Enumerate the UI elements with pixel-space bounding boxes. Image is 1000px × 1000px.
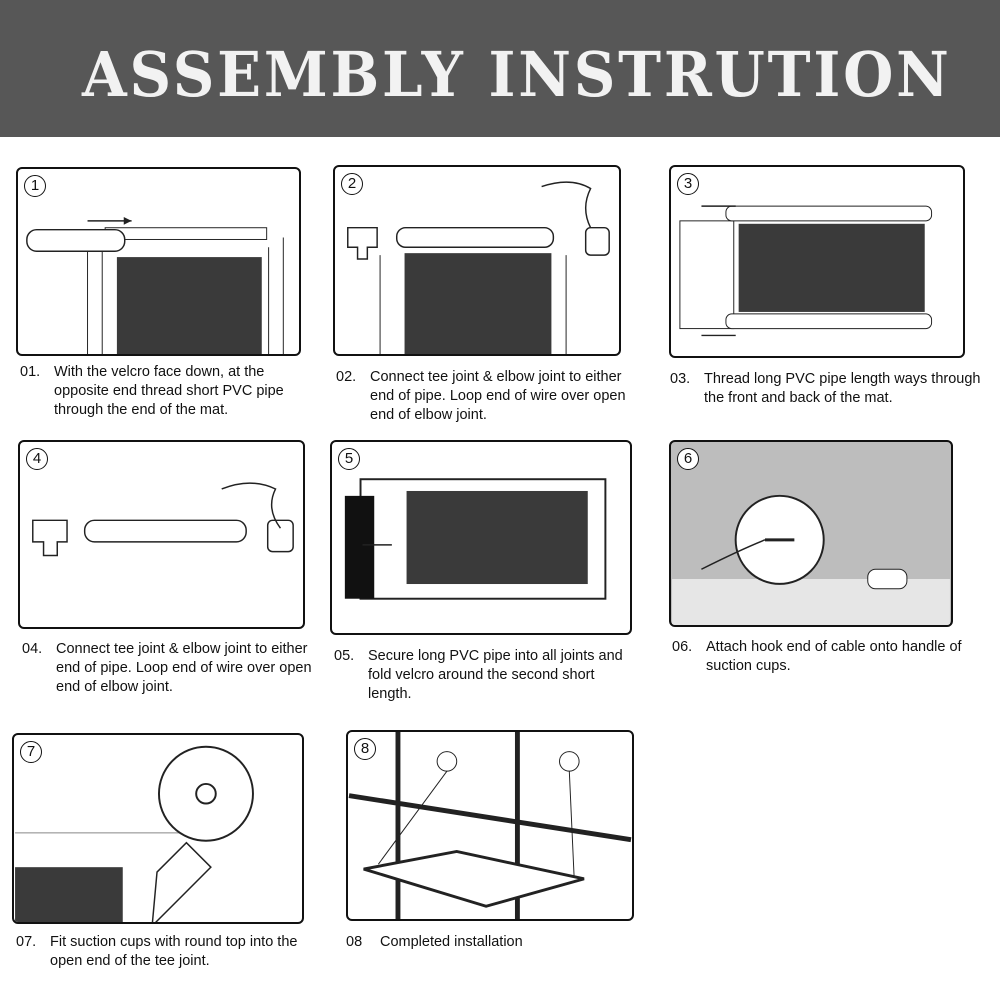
- step-3-caption: 03.Thread long PVC pipe length ways thro…: [670, 371, 981, 406]
- step-6-illustration: 6: [669, 440, 953, 627]
- mat-pipe-drawing: [26, 216, 284, 354]
- step-1-illustration: 1: [16, 167, 301, 356]
- step-7-caption: 07.Fit suction cups with round top into …: [16, 934, 298, 969]
- step-badge: 7: [20, 741, 42, 763]
- completed-hammock-drawing: [348, 732, 632, 919]
- step-badge: 5: [338, 448, 360, 470]
- step-1-caption: 01.With the velcro face down, at the opp…: [20, 364, 284, 418]
- step-3-illustration: 3: [669, 165, 965, 358]
- suction-cup-hook-drawing: [672, 494, 950, 625]
- long-pipe-drawing: [679, 205, 933, 337]
- step-badge: 4: [26, 448, 48, 470]
- step-badge: 2: [341, 173, 363, 195]
- step-5-caption: 05.Secure long PVC pipe into all joints …: [334, 648, 623, 702]
- step-4-caption: 04.Connect tee joint & elbow joint to ei…: [22, 641, 312, 695]
- step-2-caption: 02.Connect tee joint & elbow joint to ei…: [336, 369, 626, 423]
- step-6-caption: 06.Attach hook end of cable onto handle …: [672, 639, 962, 674]
- step-4-illustration: 4: [18, 440, 305, 629]
- step-badge: 1: [24, 175, 46, 197]
- step-badge: 3: [677, 173, 699, 195]
- tee-elbow-drawing: [347, 181, 610, 354]
- step-badge: 8: [354, 738, 376, 760]
- page-title: ASSEMBLY INSTRUTION: [82, 38, 952, 111]
- suction-cup-tee-drawing: [15, 745, 254, 922]
- step-2-illustration: 2: [333, 165, 621, 356]
- step-5-illustration: 5: [330, 440, 632, 635]
- step-badge: 6: [677, 448, 699, 470]
- step-7-illustration: 7: [12, 733, 304, 924]
- header-banner: ASSEMBLY INSTRUTION: [0, 0, 1000, 137]
- step-8-illustration: 8: [346, 730, 634, 921]
- pipe-joints-drawing: [32, 482, 294, 557]
- frame-velcro-drawing: [344, 478, 607, 600]
